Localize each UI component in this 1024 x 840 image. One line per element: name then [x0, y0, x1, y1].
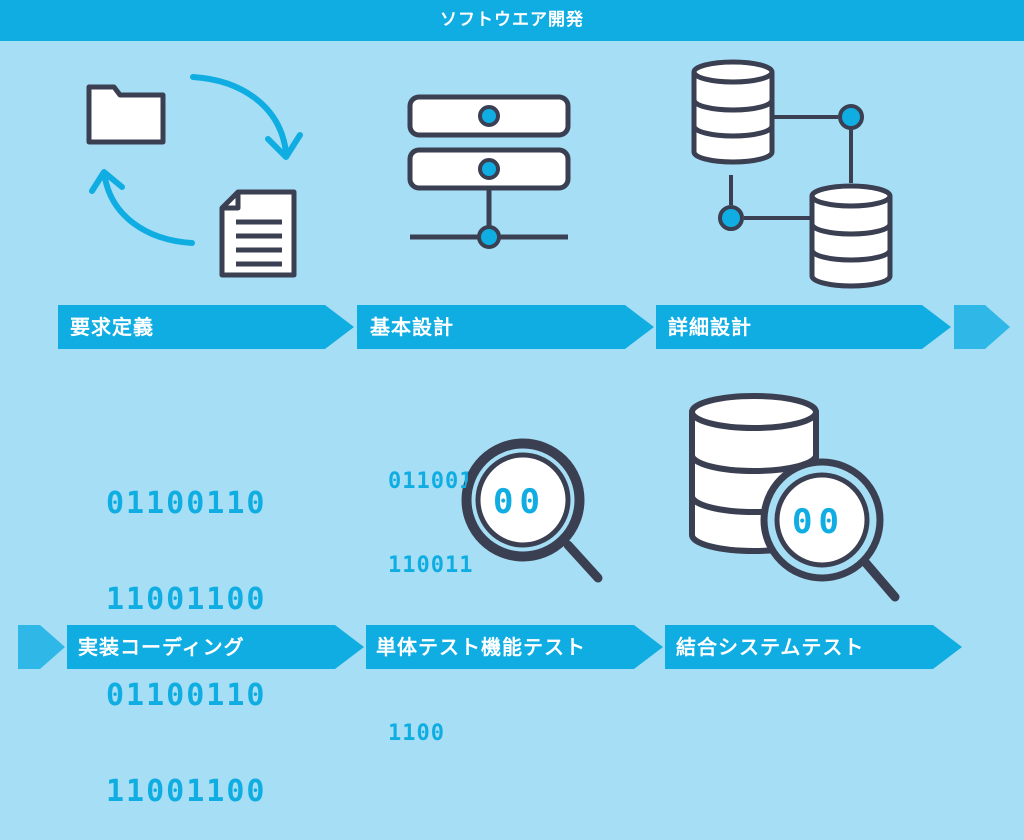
step-arrow-detailed-design [656, 305, 951, 349]
step-arrow-basic-design [357, 305, 654, 349]
step-arrow-system-test [665, 625, 962, 669]
continuation-arrow-left [18, 625, 65, 669]
header-title: ソフトウエア開発 [440, 10, 584, 30]
step-label-basic-design: 基本設計 [370, 315, 454, 339]
step-label-system-test: 結合システムテスト [676, 635, 865, 659]
step-label-detailed-design: 詳細設計 [668, 315, 752, 339]
binary-line: 0110 [388, 637, 445, 662]
process-diagram [18, 59, 1010, 669]
server-network-icon [407, 94, 571, 249]
lens-overlay [464, 441, 582, 559]
database-link-icon [691, 59, 893, 289]
step-label-requirements: 要求定義 [70, 315, 154, 339]
binary-line: 11001100 [106, 774, 267, 809]
step-label-unit-test: 単体テスト機能テスト [376, 635, 586, 659]
magnifier-digits-unit: 00 [493, 482, 546, 522]
binary-line: 11001100 [106, 582, 267, 617]
page-header: ソフトウエア開発 [0, 0, 1024, 41]
folder-icon [86, 84, 166, 145]
magnifier-icon-system [760, 458, 900, 602]
step-arrow-requirements [58, 305, 354, 349]
binary-line: 110011 [388, 553, 474, 578]
step-arrow-coding [67, 625, 364, 669]
step-label-coding: 実装コーディング [78, 635, 245, 659]
magnifier-digits-system: 00 [792, 502, 845, 542]
cycle-arrows-icon [89, 74, 303, 246]
document-icon [219, 189, 297, 278]
binary-line: 01100110 [106, 486, 267, 521]
step-arrow-unit-test [366, 625, 663, 669]
continuation-arrow-right [954, 305, 1010, 349]
binary-line: 1100 [388, 721, 445, 746]
